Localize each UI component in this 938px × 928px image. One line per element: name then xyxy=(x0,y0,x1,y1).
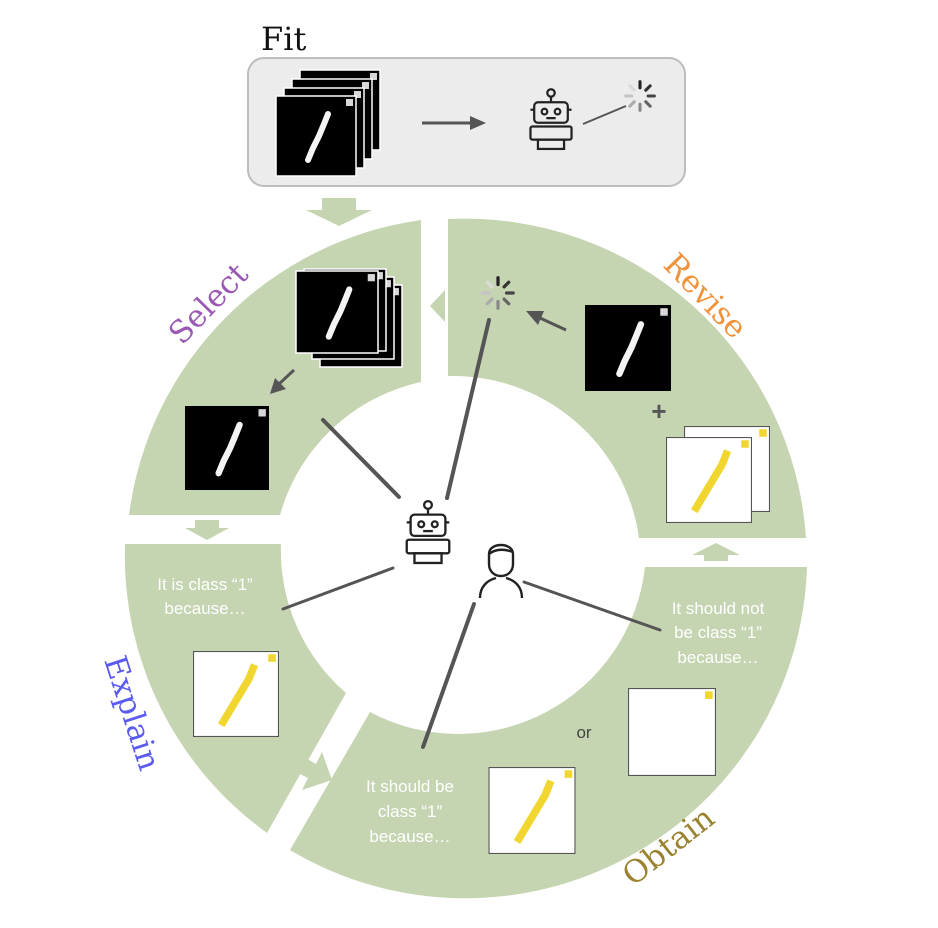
revise-explanation-stack xyxy=(667,426,771,523)
center-person-icon xyxy=(478,543,524,600)
selected-digit-image xyxy=(185,406,269,490)
obtain-not-caption-line3: because… xyxy=(677,648,758,667)
obtain-to-revise-arrow-icon xyxy=(692,543,740,561)
select-to-explain-arrow-icon xyxy=(185,520,229,540)
explain-to-obtain-arrow-icon xyxy=(296,752,332,790)
fit-digit-stack xyxy=(275,69,381,177)
fit-arrow-icon xyxy=(422,116,486,130)
fit-spinner-connector xyxy=(582,105,627,125)
fit-to-select-arrow-icon xyxy=(306,198,372,226)
revise-to-select-arrow-icon xyxy=(430,290,445,322)
fit-label: Fit xyxy=(261,20,306,58)
plus-sign: + xyxy=(651,396,666,426)
obtain-not-caption-line2: be class “1” xyxy=(674,623,762,642)
center-robot-icon xyxy=(405,499,451,565)
or-label: or xyxy=(576,723,591,742)
revise-digit-image xyxy=(585,305,671,391)
obtain-not-caption-line1: It should not xyxy=(672,599,765,618)
obtain-segment xyxy=(290,567,807,899)
obtain-should-caption-line3: because… xyxy=(369,827,450,846)
explain-caption-line2: because… xyxy=(164,599,245,618)
select-digit-stack xyxy=(295,268,403,368)
obtain-should-caption-line2: class “1” xyxy=(378,802,443,821)
obtain-explanation-image xyxy=(489,768,575,854)
revise-arrow-icon xyxy=(526,311,567,332)
explain-caption-line1: It is class “1” xyxy=(157,575,253,594)
select-arrow-icon xyxy=(270,368,296,394)
explain-explanation-image xyxy=(194,652,279,737)
obtain-empty-explanation-image xyxy=(628,688,716,776)
obtain-should-caption-line1: It should be xyxy=(366,777,454,796)
connector-lines xyxy=(281,318,662,749)
